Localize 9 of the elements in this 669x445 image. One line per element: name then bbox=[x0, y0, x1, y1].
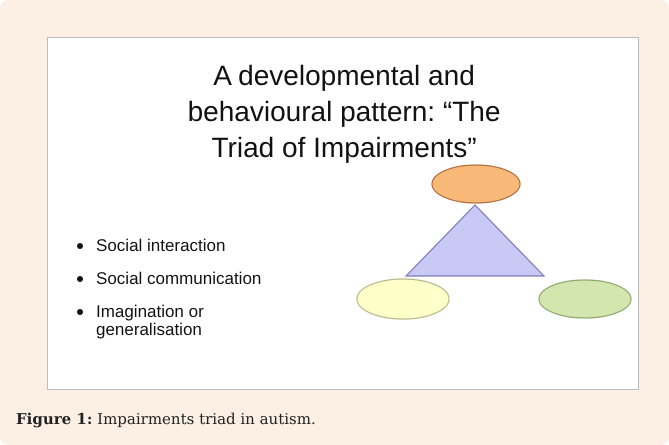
bullet-item: Imagination or generalisation bbox=[96, 302, 204, 339]
slide-title: A developmental and behavioural pattern: “The Triad of Impairments” bbox=[186, 59, 502, 165]
bullet-item: Social communication bbox=[96, 269, 262, 288]
figure-caption: Figure 1: Impairments triad in autism. bbox=[16, 409, 316, 429]
ellipse-shape bbox=[538, 279, 632, 319]
ellipse-shape bbox=[431, 164, 521, 204]
ellipse-shape bbox=[356, 278, 450, 320]
triangle-shape bbox=[405, 204, 545, 277]
bullet-item: Social interaction bbox=[96, 236, 226, 255]
